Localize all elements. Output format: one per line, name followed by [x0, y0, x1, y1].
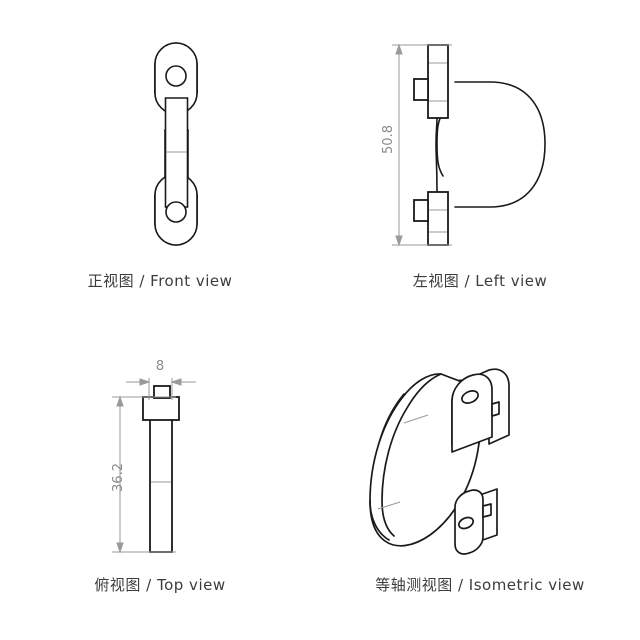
iso-hole-bottom	[458, 516, 474, 530]
iso-hole-top	[461, 390, 479, 404]
top-view-tab	[153, 385, 171, 399]
left-view-tab-bottom	[413, 199, 429, 222]
dimension-8	[126, 378, 196, 400]
view-label-isometric: 等轴测视图 / Isometric view	[375, 576, 585, 594]
view-label-top: 俯视图 / Top view	[94, 576, 226, 594]
dimension-36-2	[112, 395, 176, 554]
dimension-text-36-2: 36.2	[110, 463, 126, 492]
dimension-text-8: 8	[155, 359, 165, 374]
dimension-text-50-8: 50.8	[380, 125, 396, 154]
view-label-front: 正视图 / Front view	[87, 272, 233, 290]
left-view-tab-top	[413, 78, 429, 101]
iso-lug-top	[451, 368, 510, 453]
dimension-50-8	[392, 43, 452, 247]
front-view-hole-top	[165, 65, 187, 87]
iso-lug-bottom	[454, 488, 498, 555]
view-label-left: 左视图 / Left view	[412, 272, 548, 290]
front-view-hole-bottom	[165, 201, 187, 223]
